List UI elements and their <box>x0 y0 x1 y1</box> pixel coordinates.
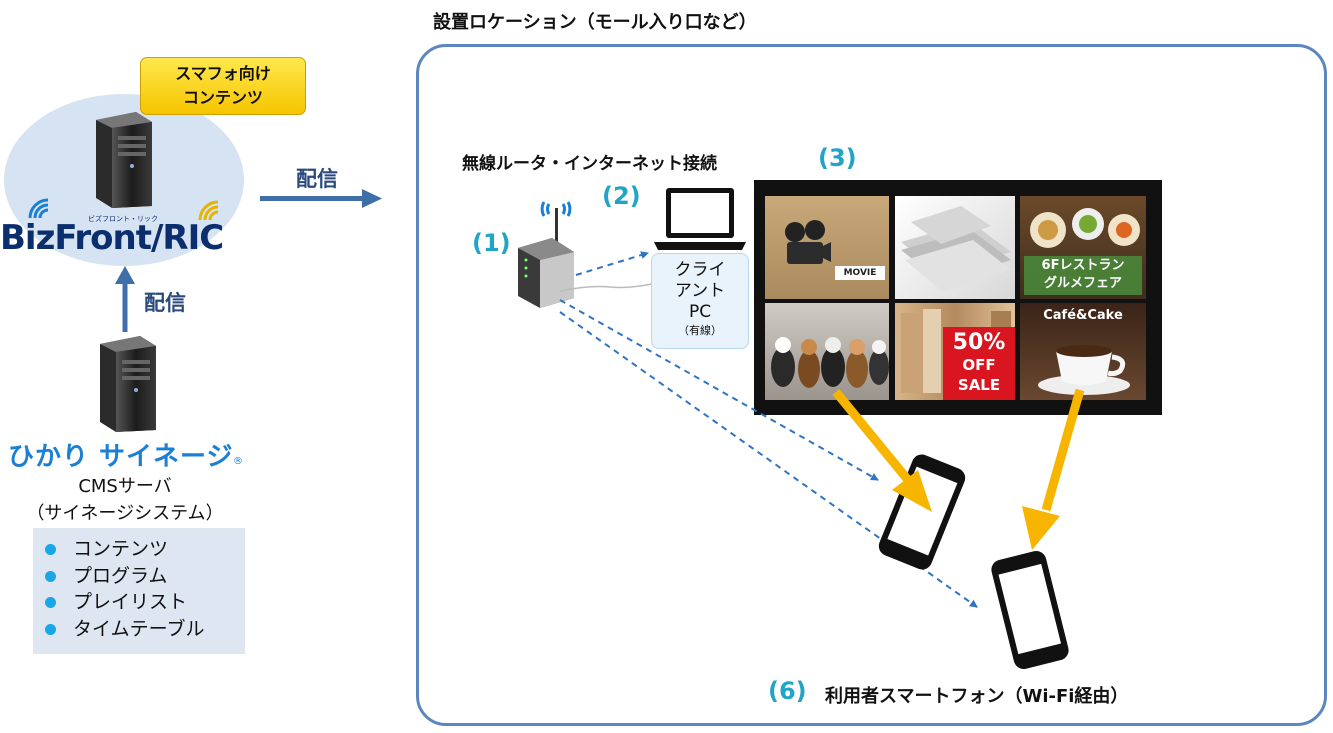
dogs-image <box>771 337 889 388</box>
bullet-icon <box>45 597 56 608</box>
cafe-text: Café&Cake <box>1043 308 1123 323</box>
bullet-icon <box>45 544 56 555</box>
badge-line-2: コンテンツ <box>182 88 263 107</box>
distribute-arrow-up <box>115 266 135 332</box>
router-label: 無線ルータ・インターネット接続 <box>462 154 717 174</box>
wifi-icon-right <box>198 200 219 221</box>
registered-mark-icon: ® <box>233 456 243 467</box>
smartphone-content-badge: スマフォ向け コンテンツ <box>140 57 306 115</box>
step-number-3: (3) <box>818 144 857 172</box>
signage-tile-restaurant: 6Fレストラン グルメフェア <box>1020 196 1146 299</box>
laptop-icon <box>654 188 746 250</box>
restaurant-caption: 6Fレストラン グルメフェア <box>1024 256 1142 295</box>
hikari-signage-logo: ひかり サイネージ <box>8 442 234 472</box>
client-label-sub: （有線） <box>678 324 722 337</box>
smartphone-icon-2 <box>991 551 1069 669</box>
distribute-arrow-right <box>260 189 382 208</box>
client-label-line-1: クライ <box>674 260 726 280</box>
badge-line-1: スマフォ向け <box>175 64 271 83</box>
bullet-icon <box>45 570 56 582</box>
step-number-6: (6) <box>768 677 807 705</box>
bizfront-logo: BizFront/RIC <box>0 218 224 258</box>
bullet-icon <box>45 623 56 635</box>
smartphone-icon-1 <box>878 454 966 570</box>
client-label-line-2: アント <box>674 281 726 301</box>
router-cable <box>560 282 657 292</box>
users-smartphone-label: 利用者スマートフォン（Wi-Fi経由） <box>825 686 1129 707</box>
distribute-label-right: 配信 <box>296 167 338 191</box>
yellow-arrow-2-shaft <box>1041 388 1085 512</box>
cms-label-line-1: CMSサーバ <box>78 476 172 497</box>
list-item: プログラム <box>33 563 245 590</box>
step-number-1: (1) <box>472 229 511 257</box>
yellow-arrow-2-head <box>1022 506 1060 550</box>
cms-feature-list: コンテンツ プログラム プレイリスト タイムテーブル <box>33 528 245 654</box>
location-frame <box>416 44 1327 726</box>
step-number-2: (2) <box>602 182 641 210</box>
bizfront-logo-subtitle: ビズフロント・リック <box>88 215 158 223</box>
list-item: タイムテーブル <box>33 616 245 643</box>
coffee-cup-icon <box>1038 345 1130 395</box>
server-icon-bottom <box>100 336 156 432</box>
cms-server-label: CMSサーバ （サイネージシステム） <box>6 473 244 527</box>
signage-tile-movie: MOVIE <box>765 196 889 299</box>
books-image <box>901 206 1011 292</box>
list-item: プレイリスト <box>33 589 245 616</box>
wifi-icon-left <box>28 198 49 219</box>
server-icon-top <box>96 112 152 208</box>
signage-display: MOVIE 6Fレストラン グルメフェア <box>754 180 1162 415</box>
distribute-label-up: 配信 <box>144 291 186 315</box>
signage-tile-books <box>895 196 1015 299</box>
signage-tile-sale: 50% OFF SALE <box>895 303 1015 400</box>
dashed-line-to-phone-1 <box>559 299 879 481</box>
signage-tile-cafe: Café&Cake <box>1020 303 1146 400</box>
list-item: コンテンツ <box>33 536 245 563</box>
signage-tile-dogs <box>765 303 889 400</box>
food-image <box>1030 208 1140 248</box>
location-title: 設置ロケーション（モール入り口など） <box>433 12 757 33</box>
dashed-line-to-phone-2 <box>559 311 978 608</box>
movie-camera-icon <box>785 220 831 264</box>
sale-tag: 50% OFF SALE <box>943 327 1015 400</box>
client-pc-box: クライ アント PC （有線） <box>651 253 749 349</box>
client-label-line-3: PC <box>688 302 712 322</box>
cms-label-line-2: （サイネージシステム） <box>26 503 224 524</box>
dashed-line-to-pc <box>575 251 649 276</box>
yellow-arrow-1-shaft <box>832 389 912 483</box>
movie-text: MOVIE <box>835 266 885 280</box>
yellow-arrow-1-head <box>892 470 932 512</box>
